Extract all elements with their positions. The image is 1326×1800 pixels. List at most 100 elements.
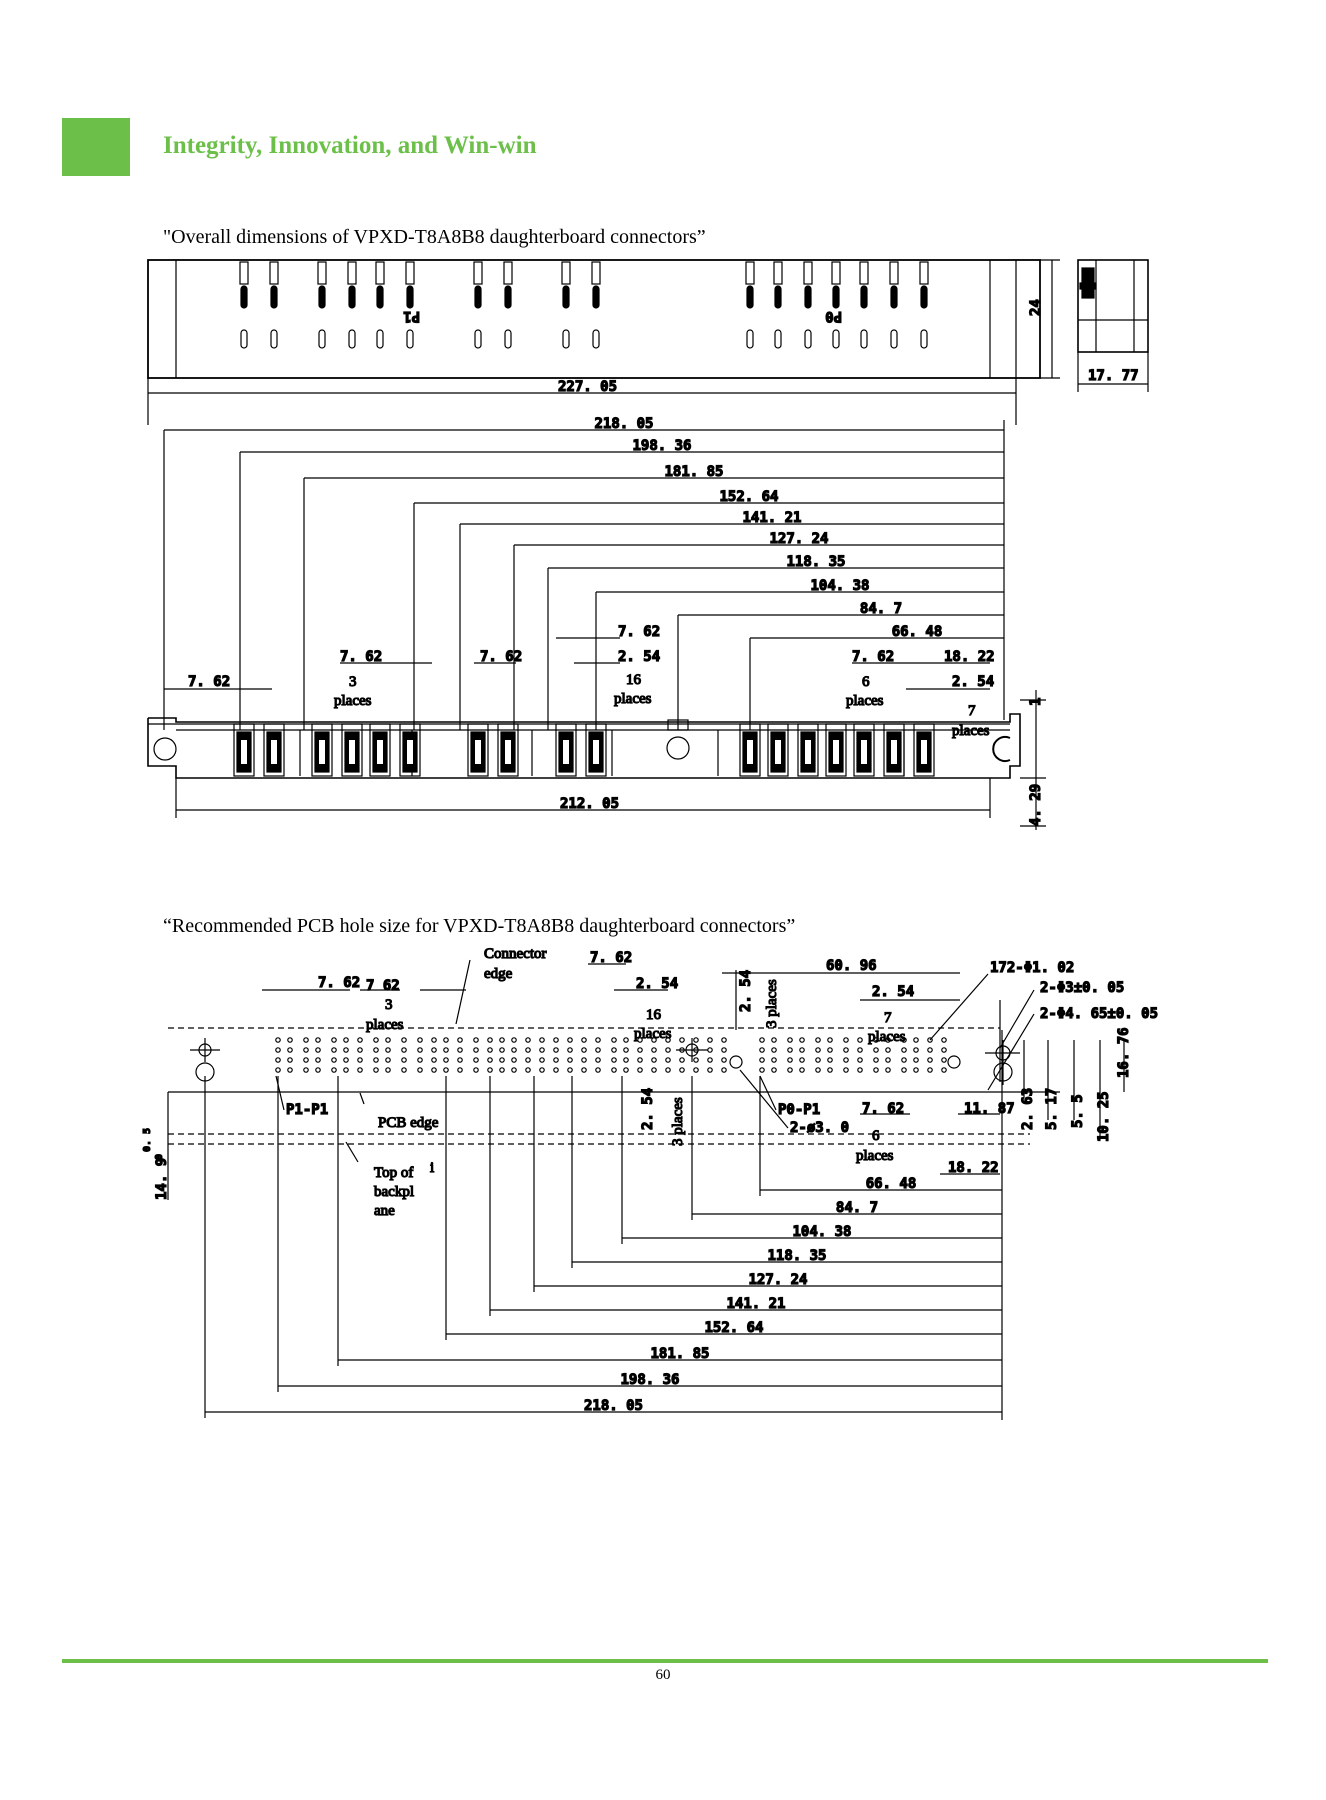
pcb-hole xyxy=(567,1067,573,1073)
top-pin-lower xyxy=(562,285,570,309)
top-pin-foot xyxy=(832,329,840,349)
top-pin-lower xyxy=(804,285,812,309)
dim-pcb-2-63: 2. 63 xyxy=(1020,1088,1036,1130)
pcb-hole xyxy=(693,1047,699,1053)
pcb-hole xyxy=(759,1047,765,1053)
dim-pcb-5-17: 5. 17 xyxy=(1044,1088,1060,1130)
pcb-hole xyxy=(843,1067,849,1073)
pcb-hole xyxy=(443,1057,449,1063)
page-header-title: Integrity, Innovation, and Win-win xyxy=(163,132,537,159)
pcb-hole xyxy=(553,1067,559,1073)
pcb-hole xyxy=(385,1037,391,1043)
note-3: 3 xyxy=(349,674,357,690)
pcb-hole xyxy=(357,1047,363,1053)
header-accent-block xyxy=(62,118,130,176)
pcb-hole xyxy=(707,1057,713,1063)
top-pin-upper xyxy=(831,261,841,285)
pcb-hole xyxy=(707,1037,713,1043)
pcb-hole xyxy=(927,1037,933,1043)
pcb-hole xyxy=(385,1067,391,1073)
top-pin-lower xyxy=(504,285,512,309)
pcb-hole xyxy=(487,1037,493,1043)
pcb-hole xyxy=(857,1057,863,1063)
dim-pcb-7-62-d: 7. 62 xyxy=(862,1101,904,1117)
pcb-hole xyxy=(843,1037,849,1043)
dim-label-d141: 141. 21 xyxy=(742,510,801,526)
pcb-hole xyxy=(539,1037,545,1043)
pcb-hole xyxy=(595,1037,601,1043)
pcb-hole xyxy=(843,1047,849,1053)
pcb-hole xyxy=(511,1047,517,1053)
pcb-hole xyxy=(637,1047,643,1053)
pcb-hole xyxy=(665,1047,671,1053)
wafer-outline xyxy=(233,723,255,777)
wafer-slot xyxy=(505,740,511,764)
pcb-hole xyxy=(331,1037,337,1043)
pcb-hole xyxy=(857,1037,863,1043)
pcb-hole xyxy=(539,1057,545,1063)
pcb-hole xyxy=(623,1047,629,1053)
pcb-hole xyxy=(651,1057,657,1063)
dim-7-62-b: 7. 62 xyxy=(340,649,382,665)
pcb-hole xyxy=(623,1067,629,1073)
small-dimensions-pcb xyxy=(262,963,960,1001)
note-places-3: places xyxy=(846,693,884,709)
pcb-hole xyxy=(885,1047,891,1053)
pcb-hole xyxy=(331,1047,337,1053)
pcb-hole xyxy=(595,1057,601,1063)
top-pin-foot xyxy=(504,329,512,349)
note-i: i xyxy=(430,1160,434,1176)
pcb-hole xyxy=(357,1037,363,1043)
pcb-hole xyxy=(287,1067,293,1073)
top-pin-foot xyxy=(746,329,754,349)
pcb-hole xyxy=(759,1057,765,1063)
wafer-outline xyxy=(913,723,935,777)
note-pcb-places-3: places xyxy=(868,1029,906,1045)
pcb-hole xyxy=(679,1067,685,1073)
pcb-hole xyxy=(693,1037,699,1043)
pcb-hole xyxy=(693,1057,699,1063)
pcb-hole xyxy=(275,1047,281,1053)
pcb-hole xyxy=(567,1057,573,1063)
note-backpl: backpl xyxy=(374,1184,414,1200)
top-pin-lower xyxy=(860,285,868,309)
pcb-hole xyxy=(581,1037,587,1043)
dim-label-d66: 66. 48 xyxy=(892,624,943,640)
dim-2-54-b: 2. 54 xyxy=(952,674,994,690)
note-places-1: places xyxy=(334,693,372,709)
top-pin-lower xyxy=(920,285,928,309)
top-pin-foot xyxy=(804,329,812,349)
pcb-hole xyxy=(287,1047,293,1053)
pcb-hole xyxy=(885,1067,891,1073)
pcb-hole xyxy=(315,1067,321,1073)
pcb-hole xyxy=(637,1067,643,1073)
pcb-hole xyxy=(827,1057,833,1063)
label-hole-3: 2-ø3. 0 xyxy=(790,1120,849,1136)
pcb-hole xyxy=(651,1037,657,1043)
pcb-hole xyxy=(787,1057,793,1063)
wafer-outline xyxy=(797,723,819,777)
pcb-hole xyxy=(343,1047,349,1053)
top-pin-foot xyxy=(270,329,278,349)
top-pin-upper xyxy=(375,261,385,285)
pcb-hole xyxy=(771,1067,777,1073)
dim-label-d218: 218. 05 xyxy=(594,416,653,432)
pcb-hole xyxy=(275,1037,281,1043)
pcb-hole xyxy=(443,1067,449,1073)
footer-divider xyxy=(62,1659,1268,1663)
pcb-hole xyxy=(473,1037,479,1043)
top-pin-foot xyxy=(920,329,928,349)
pcb-hole xyxy=(941,1057,947,1063)
dim-7-62-c: 7. 62 xyxy=(480,649,522,665)
top-pin-upper xyxy=(591,261,601,285)
pcb-hole xyxy=(443,1047,449,1053)
note-ane: ane xyxy=(374,1203,395,1219)
pcb-hole xyxy=(595,1067,601,1073)
dim-label-d84: 84. 7 xyxy=(860,601,902,617)
pcb-hole xyxy=(941,1067,947,1073)
pcb-hole xyxy=(357,1057,363,1063)
pcb-hole xyxy=(417,1037,423,1043)
dim-2-54-a: 2. 54 xyxy=(618,649,660,665)
wafer-outline xyxy=(369,723,391,777)
